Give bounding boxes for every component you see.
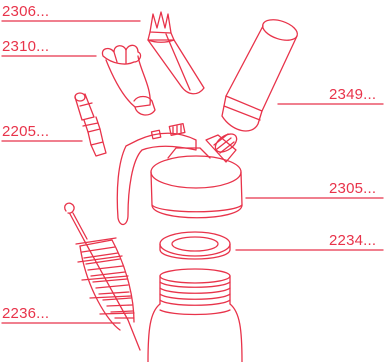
- label-2349: 2349...: [329, 86, 377, 103]
- part-2236-cleaning-brush: [64, 202, 141, 351]
- leader-lines: [1, 20, 384, 324]
- label-2306: 2306...: [2, 3, 50, 20]
- label-2236: 2236...: [2, 305, 50, 322]
- label-2205: 2205...: [2, 123, 50, 140]
- part-2349-bottle-cover: [221, 19, 298, 132]
- part-2305-head: [116, 122, 243, 226]
- part-2205-nozzle: [74, 92, 107, 157]
- bottle: [147, 268, 243, 362]
- label-2305: 2305...: [329, 180, 377, 197]
- part-2306-decorating-tip: [147, 11, 205, 95]
- part-2310-tulip-tip: [101, 44, 156, 116]
- part-2234-gasket: [159, 231, 231, 260]
- label-2310: 2310...: [2, 38, 50, 55]
- label-2234: 2234...: [329, 232, 377, 249]
